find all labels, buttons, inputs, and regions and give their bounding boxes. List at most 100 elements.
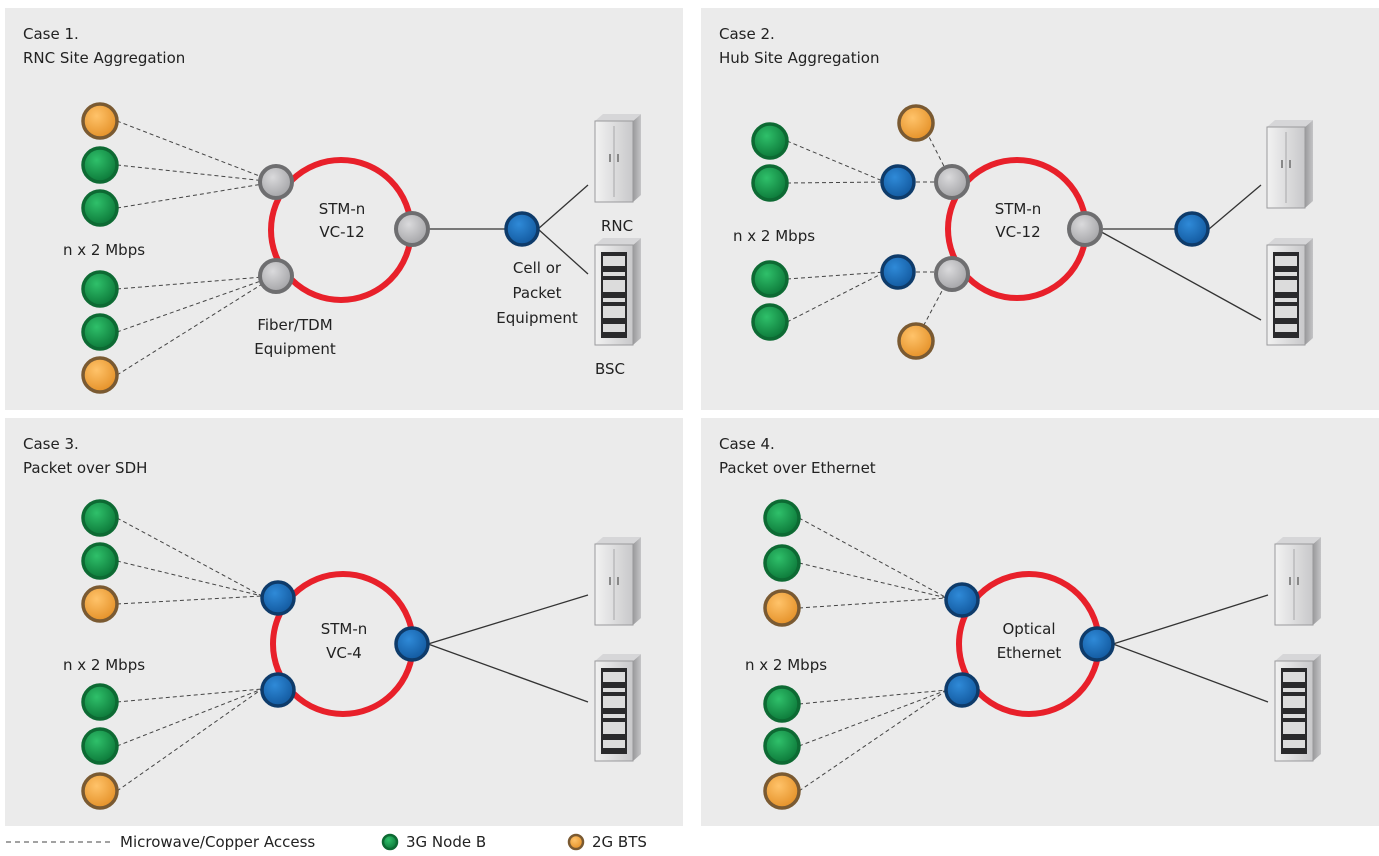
- node-b: [751, 164, 789, 202]
- rnc-cabinet-icon: [594, 114, 641, 203]
- bts-node: [81, 356, 119, 394]
- trunk-links: [427, 594, 589, 703]
- case-2-panel: n x 2 Mbps STM-n VC-12 Case 2. Hub Site …: [701, 8, 1379, 410]
- node-b: [81, 189, 119, 227]
- case-subtitle: Packet over Ethernet: [719, 459, 876, 477]
- case-title: Case 4.: [719, 435, 775, 453]
- legend-bts-label: 2G BTS: [592, 833, 647, 851]
- tdm-node: [394, 211, 430, 247]
- switch-label-line1: Cell or: [513, 259, 562, 277]
- tdm-node: [1067, 211, 1103, 247]
- node-b: [751, 122, 789, 160]
- bts-node: [81, 102, 119, 140]
- bsc-rack-icon: [1274, 654, 1321, 762]
- bts-icon: [567, 833, 585, 851]
- case-1-diagram: n x 2 Mbps STM-n VC-12 Fiber/TDM Equipme…: [63, 102, 641, 394]
- bts-node: [897, 322, 935, 360]
- rate-label: n x 2 Mbps: [745, 656, 827, 674]
- bts-node: [763, 589, 801, 627]
- legend: Microwave/Copper Access 3G Node B 2G BTS: [0, 830, 700, 852]
- node-b: [81, 727, 119, 765]
- switch-label-line2: Packet: [512, 284, 561, 302]
- node-b: [81, 542, 119, 580]
- node-b: [751, 303, 789, 341]
- bsc-rack-icon: [594, 654, 641, 762]
- packet-node: [260, 672, 296, 708]
- case-title: Case 1.: [23, 25, 79, 43]
- node-b: [763, 685, 801, 723]
- case-3-diagram: n x 2 Mbps STM-n VC-4: [63, 499, 641, 810]
- trunk-links: [1095, 184, 1262, 321]
- tdm-node: [934, 256, 970, 292]
- legend-node-b-label: 3G Node B: [406, 833, 486, 851]
- bsc-rack-icon: [594, 238, 641, 346]
- trunk-links: [1112, 594, 1269, 703]
- legend-svg: Microwave/Copper Access 3G Node B 2G BTS: [6, 833, 647, 851]
- node-b: [81, 146, 119, 184]
- case-subtitle: RNC Site Aggregation: [23, 49, 186, 67]
- adm-label-line1: Fiber/TDM: [257, 316, 332, 334]
- tdm-node: [934, 164, 970, 200]
- ethernet-node: [944, 672, 980, 708]
- hub-packet-node: [880, 254, 916, 290]
- node-b: [763, 499, 801, 537]
- bts-node: [897, 104, 935, 142]
- case-4-panel: n x 2 Mbps Optical Ethernet Case 4. Pack…: [701, 418, 1379, 826]
- adm-label-line2: Equipment: [254, 340, 336, 358]
- access-links: [116, 120, 276, 376]
- ring-label-line1: Optical: [1003, 620, 1056, 638]
- ethernet-node: [1079, 626, 1115, 662]
- ring-label-line2: Ethernet: [997, 644, 1062, 662]
- rate-label: n x 2 Mbps: [733, 227, 815, 245]
- packet-node: [260, 580, 296, 616]
- node-b: [751, 260, 789, 298]
- tdm-node: [258, 164, 294, 200]
- case-3-caption: Case 3. Packet over SDH: [23, 432, 147, 480]
- hub-packet-node: [880, 164, 916, 200]
- bsc-rack-icon: [1266, 238, 1313, 346]
- packet-switch-node: [504, 211, 540, 247]
- ring-label-line1: STM-n: [321, 620, 368, 638]
- case-1-caption: Case 1. RNC Site Aggregation: [23, 22, 185, 70]
- rnc-label: RNC: [601, 217, 633, 235]
- case-3-panel: n x 2 Mbps STM-n VC-4 Case 3. Packet ove…: [5, 418, 683, 826]
- ring-label-line2: VC-12: [995, 223, 1040, 241]
- access-links: [116, 517, 263, 792]
- rate-label: n x 2 Mbps: [63, 241, 145, 259]
- node-b: [763, 544, 801, 582]
- bts-node: [81, 772, 119, 810]
- ring-label-line2: VC-4: [326, 644, 362, 662]
- case-subtitle: Packet over SDH: [23, 459, 148, 477]
- bts-node: [763, 772, 801, 810]
- rnc-cabinet-icon: [594, 537, 641, 626]
- node-b: [81, 313, 119, 351]
- node-b: [81, 270, 119, 308]
- case-title: Case 2.: [719, 25, 775, 43]
- rate-label: n x 2 Mbps: [63, 656, 145, 674]
- tdm-node: [258, 258, 294, 294]
- rnc-cabinet-icon: [1274, 537, 1321, 626]
- bsc-label: BSC: [595, 360, 625, 378]
- ring-label-line1: STM-n: [319, 200, 366, 218]
- case-2-caption: Case 2. Hub Site Aggregation: [719, 22, 879, 70]
- access-links: [798, 517, 948, 792]
- case-4-diagram: n x 2 Mbps Optical Ethernet: [745, 499, 1321, 810]
- case-subtitle: Hub Site Aggregation: [719, 49, 880, 67]
- case-1-panel: n x 2 Mbps STM-n VC-12 Fiber/TDM Equipme…: [5, 8, 683, 410]
- rnc-cabinet-icon: [1266, 120, 1313, 209]
- trunk-links: [429, 184, 589, 275]
- node-b: [763, 727, 801, 765]
- node-b: [81, 499, 119, 537]
- legend-access-label: Microwave/Copper Access: [120, 833, 315, 851]
- node-b: [81, 683, 119, 721]
- case-title: Case 3.: [23, 435, 79, 453]
- case-2-diagram: n x 2 Mbps STM-n VC-12: [733, 104, 1313, 360]
- packet-node: [394, 626, 430, 662]
- packet-switch-node: [1174, 211, 1210, 247]
- bts-node: [81, 585, 119, 623]
- node-b-icon: [381, 833, 399, 851]
- case-4-caption: Case 4. Packet over Ethernet: [719, 432, 876, 480]
- switch-label-line3: Equipment: [496, 309, 578, 327]
- ring-label-line2: VC-12: [319, 223, 364, 241]
- ethernet-node: [944, 582, 980, 618]
